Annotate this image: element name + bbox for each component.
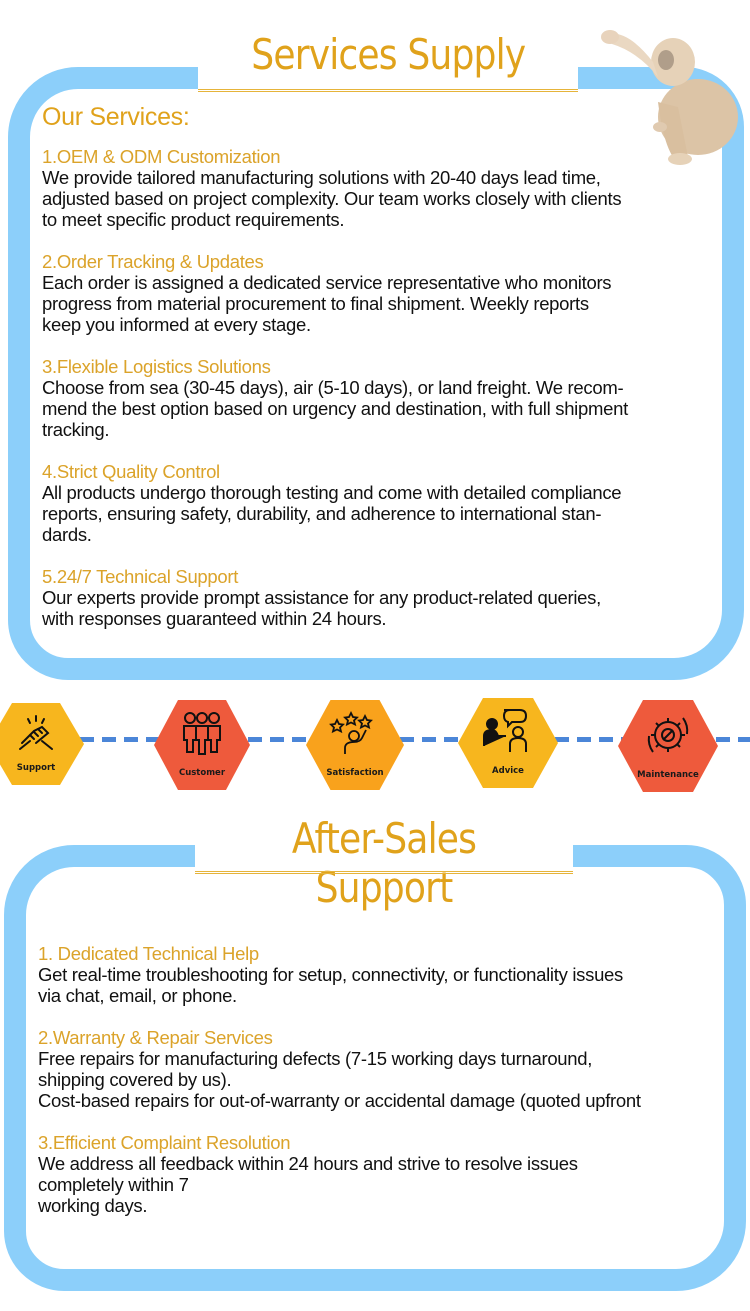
connector-dash — [248, 737, 308, 742]
after-sales-frame — [4, 845, 746, 1291]
after-sales-item-body: Get real-time troubleshooting for setup,… — [38, 964, 623, 1006]
after-sales-item-body: Free repairs for manufacturing defects (… — [38, 1048, 641, 1111]
stars-person-icon — [329, 710, 373, 754]
service-item-body: Each order is assigned a dedicated servi… — [42, 272, 612, 335]
after-sales-item-body: We address all feedback within 24 hours … — [38, 1153, 578, 1216]
after-sales-item: 3.Efficient Complaint Resolution We addr… — [38, 1132, 728, 1216]
service-item-title: 3.Flexible Logistics Solutions — [42, 356, 271, 377]
services-content: Our Services: 1.OEM & ODM Customization … — [42, 100, 722, 650]
process-steps: Support Customer Satisfaction Advice — [0, 695, 750, 795]
after-sales-title-box: After-Sales Support — [195, 806, 573, 912]
title-underline — [195, 871, 573, 874]
process-step-support: Support — [0, 703, 84, 785]
after-sales-title: After-Sales Support — [291, 814, 477, 912]
handshake-icon — [19, 715, 53, 750]
after-sales-item: 1. Dedicated Technical Help Get real-tim… — [38, 943, 728, 1006]
service-item-body: Choose from sea (30-45 days), air (5-10 … — [42, 377, 628, 440]
connector-dash — [80, 737, 160, 742]
service-item-body: Our experts provide prompt assistance fo… — [42, 587, 601, 629]
process-step-label: Maintenance — [637, 770, 699, 780]
after-sales-item: 2.Warranty & Repair Services Free repair… — [38, 1027, 728, 1111]
service-item: 2.Order Tracking & Updates Each order is… — [42, 251, 722, 335]
service-item-body: We provide tailored manufacturing soluti… — [42, 167, 622, 230]
service-item: 3.Flexible Logistics Solutions Choose fr… — [42, 356, 722, 440]
connector-dash — [400, 737, 462, 742]
after-sales-content: 1. Dedicated Technical Help Get real-tim… — [38, 943, 728, 1237]
after-sales-item-title: 2.Warranty & Repair Services — [38, 1027, 273, 1048]
process-step-satisfaction: Satisfaction — [306, 700, 404, 790]
process-step-label: Satisfaction — [326, 768, 384, 778]
process-step-label: Advice — [492, 766, 524, 776]
service-item-title: 5.24/7 Technical Support — [42, 566, 239, 587]
consultation-icon — [483, 709, 528, 752]
title-underline — [198, 89, 578, 92]
process-step-advice: Advice — [458, 698, 558, 788]
process-step-customer: Customer — [154, 700, 250, 790]
process-step-label: Customer — [178, 768, 226, 778]
services-title: Services Supply — [251, 30, 526, 79]
process-step-label: Support — [16, 763, 56, 773]
service-item: 4.Strict Quality Control All products un… — [42, 461, 722, 545]
connector-dash — [555, 737, 623, 742]
people-icon — [183, 712, 221, 755]
services-title-box: Services Supply — [198, 20, 578, 92]
services-heading: Our Services: — [42, 103, 190, 131]
service-item-title: 1.OEM & ODM Customization — [42, 146, 281, 167]
bulldog-image — [601, 30, 738, 165]
service-item-body: All products undergo thorough testing an… — [42, 482, 622, 545]
service-item: 5.24/7 Technical Support Our experts pro… — [42, 566, 722, 629]
service-item: 1.OEM & ODM Customization We provide tai… — [42, 146, 722, 230]
after-sales-item-title: 3.Efficient Complaint Resolution — [38, 1132, 291, 1153]
process-step-maintenance: Maintenance — [618, 700, 718, 792]
after-sales-item-title: 1. Dedicated Technical Help — [38, 943, 259, 964]
service-item-title: 2.Order Tracking & Updates — [42, 251, 264, 272]
service-item-title: 4.Strict Quality Control — [42, 461, 220, 482]
connector-dash — [716, 737, 750, 742]
gear-wrench-icon — [647, 717, 689, 753]
